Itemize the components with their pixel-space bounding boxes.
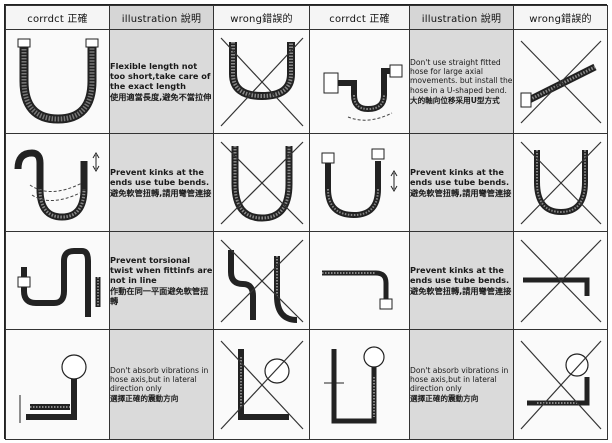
- axial-vibration-hose-crossed-icon: [520, 340, 601, 429]
- illustration-en: Prevent kinks at the ends use tube bends…: [410, 265, 510, 285]
- correct-diagram: [309, 231, 410, 330]
- wrong-diagram: [513, 133, 608, 232]
- correct-diagram: [5, 231, 110, 330]
- tube-bend-hose-icon: [14, 148, 99, 221]
- u-shaped-axial-hose-icon: [323, 64, 402, 121]
- u-bend-hose-icon: [17, 38, 98, 124]
- wrong-diagram: [513, 329, 608, 440]
- header-correct: corrdct 正確: [309, 5, 410, 30]
- lateral-vibration-hose-icon: [323, 345, 385, 423]
- wrong-diagram: [513, 29, 608, 134]
- illustration-en: Don't use straight fitted hose for large…: [410, 57, 513, 95]
- correct-diagram: [5, 29, 110, 134]
- illustration-en: Prevent kinks at the ends use tube bends…: [110, 167, 210, 187]
- illustration-en: Prevent kinks at the ends use tube bends…: [410, 167, 510, 187]
- illustration-zh: 選擇正確的震動方向: [410, 394, 479, 404]
- illustration-en: Prevent torsional twist when fittinfs ar…: [110, 255, 213, 285]
- correct-diagram: [309, 133, 410, 232]
- illustration-en: Flexible length not too short,take care …: [110, 61, 211, 91]
- illustration-cell: Prevent kinks at the ends use tube bends…: [409, 231, 514, 330]
- illustration-zh: 作動在同一平面避免軟管扭轉: [110, 286, 209, 306]
- straight-hose-crossed-icon: [520, 239, 601, 322]
- wrong-diagram: [213, 29, 310, 134]
- kinked-hose-crossed-icon: [520, 141, 601, 224]
- elbow-hose-icon: [321, 270, 392, 309]
- tube-bend-hose-icon: [321, 148, 397, 218]
- guide-right-half: corrdct 正確 illustration 說明 wrong錯誤的 Don: [309, 5, 608, 440]
- header-illustration: illustration 說明: [409, 5, 514, 30]
- header-wrong: wrong錯誤的: [213, 5, 310, 30]
- illustration-zh: 避免軟管扭轉,請用彎管連接: [110, 188, 212, 198]
- illustration-cell: Flexible length not too short,take care …: [109, 29, 214, 134]
- short-hose-crossed-icon: [220, 37, 303, 126]
- twisted-hose-crossed-icon: [220, 239, 303, 323]
- header-wrong: wrong錯誤的: [513, 5, 608, 30]
- wrong-diagram: [513, 231, 608, 330]
- hose-installation-guide: corrdct 正確 illustration 說明 wrong錯誤的 Flex…: [4, 4, 608, 440]
- straight-axial-hose-crossed-icon: [520, 40, 601, 123]
- illustration-en: Don't absorb vibrations in hose axis,but…: [410, 365, 509, 393]
- correct-diagram: [309, 329, 410, 440]
- correct-diagram: [5, 329, 110, 440]
- illustration-en: Don't absorb vibrations in hose axis,but…: [110, 365, 209, 393]
- illustration-zh: 使用適當長度,避免不當拉伸: [110, 92, 212, 102]
- correct-diagram: [5, 133, 110, 232]
- illustration-zh: 選擇正確的震動方向: [110, 394, 179, 404]
- kinked-hose-crossed-icon: [220, 141, 303, 224]
- wrong-diagram: [213, 329, 310, 440]
- header-correct: corrdct 正確: [5, 5, 110, 30]
- aligned-hose-icon: [17, 247, 100, 317]
- illustration-cell: Don't use straight fitted hose for large…: [409, 29, 514, 134]
- illustration-zh: 大的軸向位移采用U型方式: [410, 95, 500, 105]
- header-illustration: illustration 說明: [109, 5, 214, 30]
- guide-left-half: corrdct 正確 illustration 說明 wrong錯誤的 Flex…: [5, 5, 310, 440]
- axial-vibration-hose-crossed-icon: [220, 340, 303, 429]
- wrong-diagram: [213, 231, 310, 330]
- illustration-zh: 避免軟管扭轉,請用彎管連接: [410, 188, 512, 198]
- illustration-cell: Prevent kinks at the ends use tube bends…: [409, 133, 514, 232]
- illustration-cell: Prevent torsional twist when fittinfs ar…: [109, 231, 214, 330]
- lateral-vibration-hose-icon: [19, 353, 87, 423]
- illustration-cell: Don't absorb vibrations in hose axis,but…: [409, 329, 514, 440]
- correct-diagram: [309, 29, 410, 134]
- illustration-zh: 避免軟管扭轉,請用彎管連接: [410, 286, 512, 296]
- illustration-cell: Prevent kinks at the ends use tube bends…: [109, 133, 214, 232]
- illustration-cell: Don't absorb vibrations in hose axis,but…: [109, 329, 214, 440]
- wrong-diagram: [213, 133, 310, 232]
